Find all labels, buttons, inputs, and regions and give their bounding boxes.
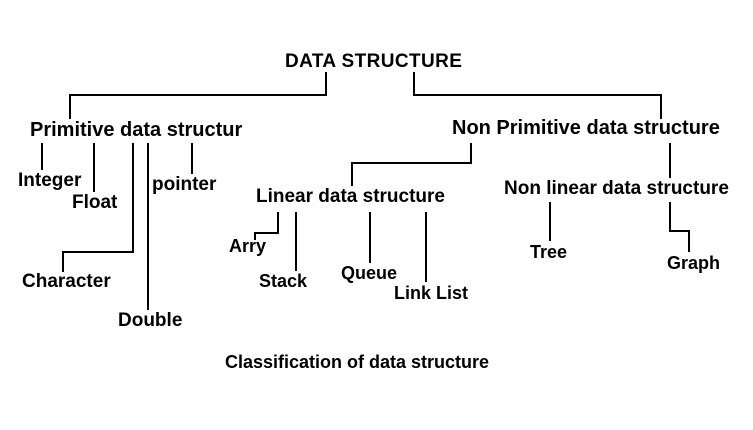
node-double: Double bbox=[118, 310, 183, 331]
diagram-caption: Classification of data structure bbox=[225, 352, 490, 372]
node-data-structure: DATA STRUCTURE bbox=[285, 51, 463, 72]
node-non-linear-data-structure: Non linear data structure bbox=[504, 178, 729, 199]
node-linear-data-structure: Linear data structure bbox=[256, 186, 445, 207]
connector-nonprimitive-linear bbox=[351, 143, 472, 186]
node-float: Float bbox=[72, 192, 118, 213]
node-stack: Stack bbox=[259, 271, 308, 291]
node-arry: Arry bbox=[229, 236, 267, 256]
connector-root-to-nonprimitive bbox=[413, 72, 662, 119]
connector-root-to-primitive bbox=[69, 72, 327, 119]
node-graph: Graph bbox=[667, 253, 721, 273]
node-character: Character bbox=[22, 271, 111, 292]
node-tree: Tree bbox=[530, 242, 568, 262]
node-non-primitive-data-structure: Non Primitive data structure bbox=[452, 117, 720, 139]
node-pointer: pointer bbox=[152, 174, 217, 195]
node-primitive-data-structure: Primitive data structur bbox=[30, 119, 243, 141]
node-link-list: Link List bbox=[394, 283, 469, 303]
node-queue: Queue bbox=[341, 263, 398, 283]
connector-nonlinear-graph bbox=[669, 202, 690, 252]
node-integer: Integer bbox=[18, 170, 82, 191]
